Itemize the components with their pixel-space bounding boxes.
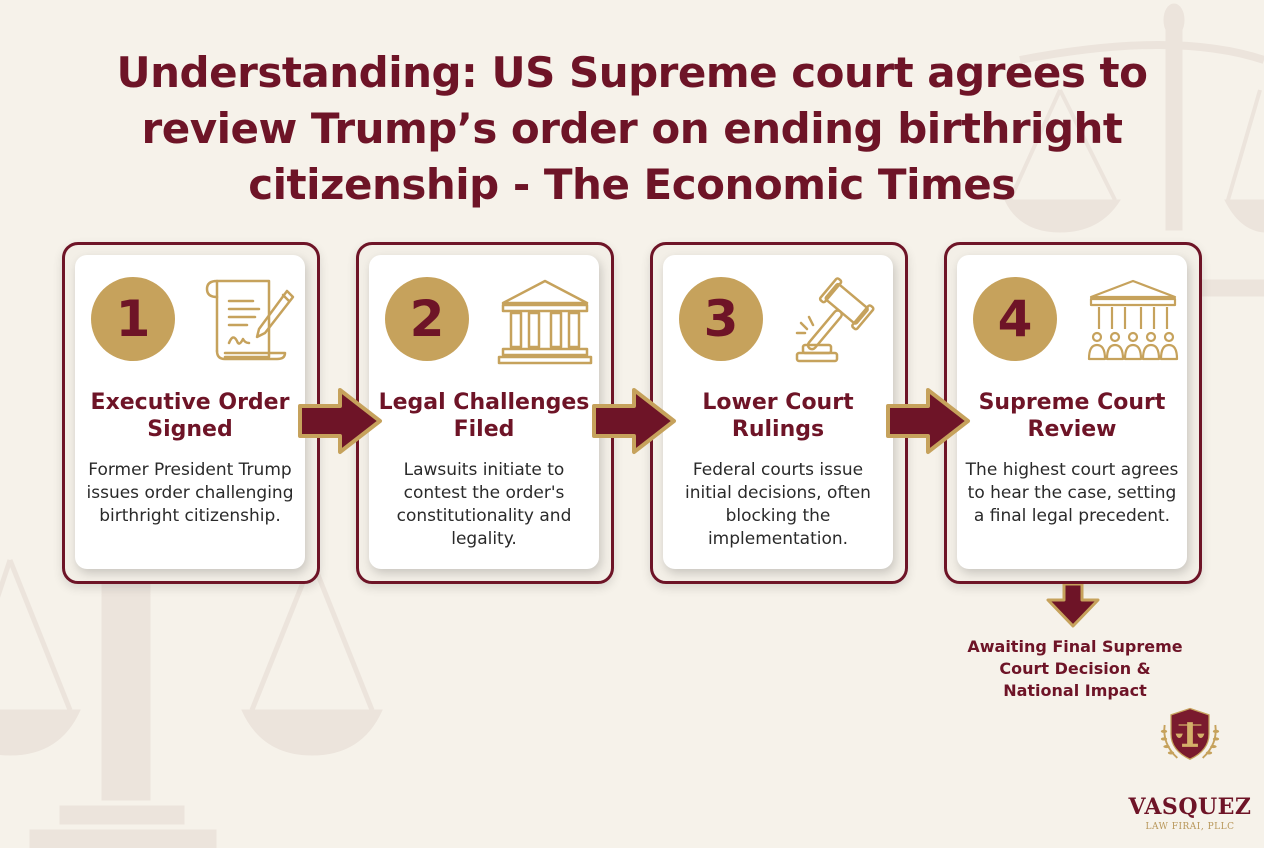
step-number-badge: 1 xyxy=(91,277,175,361)
right-arrow-icon xyxy=(298,388,382,454)
step-description: Federal courts issue initial decisions, … xyxy=(685,460,871,549)
step-number-badge: 3 xyxy=(679,277,763,361)
step-title: Supreme Court Review xyxy=(957,389,1187,443)
step-title-line: Legal Challenges xyxy=(378,390,590,415)
step-title-line: Rulings xyxy=(731,417,825,442)
step-card-inner: 2 Legal Challenges Filed Lawsuits initia… xyxy=(369,255,599,569)
logo-subtitle: LAW FIRAI, PLLC xyxy=(1145,822,1235,832)
step-number-badge: 4 xyxy=(973,277,1057,361)
right-arrow-icon xyxy=(592,388,676,454)
down-arrow-icon xyxy=(1046,584,1100,628)
title-line-2: review Trump’s order on ending birthrigh… xyxy=(141,104,1124,153)
step-title-line: Signed xyxy=(147,417,233,442)
outcome-text: Awaiting Final Supreme Court Decision & … xyxy=(948,636,1202,702)
outcome-line: Awaiting Final Supreme xyxy=(967,637,1183,656)
gavel-icon xyxy=(795,277,875,363)
step-title-line: Lower Court xyxy=(702,390,854,415)
courthouse-icon xyxy=(497,279,593,365)
step-title-line: Supreme Court xyxy=(978,390,1166,415)
title-line-3: citizenship - The Economic Times xyxy=(248,160,1016,209)
step-title-line: Review xyxy=(1027,417,1117,442)
step-card-1: 1 Executive Order Signed Former Presiden… xyxy=(62,242,320,584)
step-title-line: Filed xyxy=(453,417,515,442)
outcome-line: National Impact xyxy=(1003,681,1147,700)
outcome-line: Court Decision & xyxy=(999,659,1151,678)
step-card-3: 3 Lower Court Rulings Federal courts iss… xyxy=(650,242,908,584)
step-description: Former President Trump issues order chal… xyxy=(86,460,294,526)
step-card-inner: 3 Lower Court Rulings Federal courts iss… xyxy=(663,255,893,569)
page-title: Understanding: US Supreme court agrees t… xyxy=(0,45,1264,213)
step-card-2: 2 Legal Challenges Filed Lawsuits initia… xyxy=(356,242,614,584)
step-description: The highest court agrees to hear the cas… xyxy=(965,460,1179,526)
signed-document-icon xyxy=(205,279,295,361)
step-title-line: Executive Order xyxy=(90,390,290,415)
step-number-badge: 2 xyxy=(385,277,469,361)
step-title: Lower Court Rulings xyxy=(663,389,893,443)
step-title: Legal Challenges Filed xyxy=(369,389,599,443)
title-line-1: Understanding: US Supreme court agrees t… xyxy=(116,48,1148,97)
law-firm-crest-icon xyxy=(1160,707,1220,760)
step-description: Lawsuits initiate to contest the order's… xyxy=(396,460,572,549)
step-card-inner: 4 Supreme Court Review The highest court… xyxy=(957,255,1187,569)
supreme-court-justices-icon xyxy=(1087,279,1179,361)
step-card-4: 4 Supreme Court Review The highest court… xyxy=(944,242,1202,584)
step-title: Executive Order Signed xyxy=(75,389,305,443)
logo-name: VASQUEZ xyxy=(1128,794,1252,820)
step-card-inner: 1 Executive Order Signed Former Presiden… xyxy=(75,255,305,569)
right-arrow-icon xyxy=(886,388,970,454)
